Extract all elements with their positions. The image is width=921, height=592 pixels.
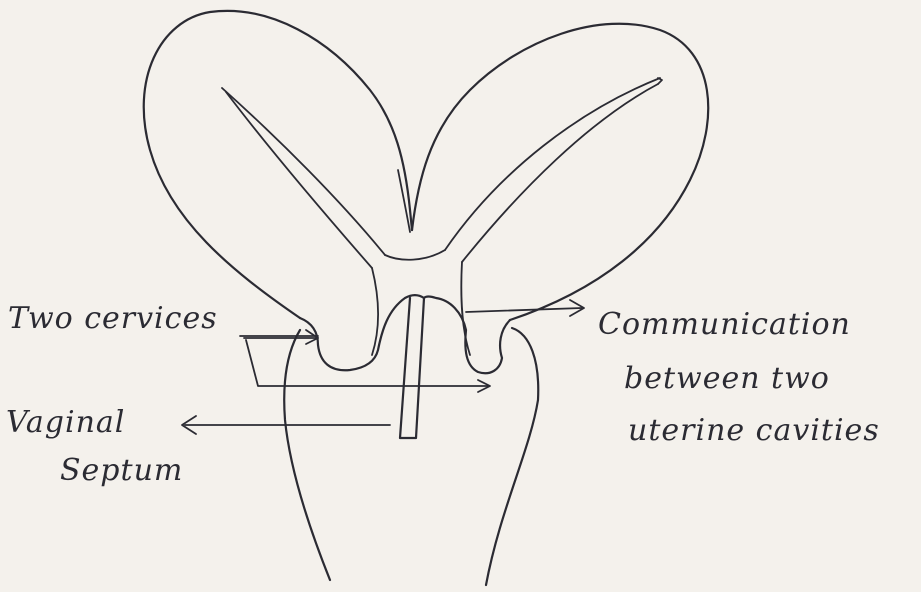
label-septum: Septum	[60, 453, 183, 488]
vaginal-wall-left	[284, 330, 330, 580]
cervices-box	[240, 336, 488, 386]
right-horn-outline	[412, 24, 708, 320]
right-cavity-tip	[658, 78, 662, 84]
right-cervix	[424, 297, 510, 374]
arrow-communication-line	[466, 308, 582, 312]
label-vaginal: Vaginal	[6, 405, 125, 440]
label-communication-line1: Communication	[598, 307, 851, 342]
left-cavity-lower	[226, 92, 372, 268]
vaginal-septum-bar	[400, 298, 424, 438]
left-cavity-upper	[222, 88, 385, 255]
left-horn-outline	[144, 11, 412, 318]
vaginal-wall-right	[486, 328, 538, 585]
label-communication-line3: uterine cavities	[628, 413, 880, 448]
label-communication-line2: between two	[624, 361, 830, 396]
label-two-cervices: Two cervices	[8, 301, 218, 336]
right-cavity-lower	[462, 84, 658, 262]
